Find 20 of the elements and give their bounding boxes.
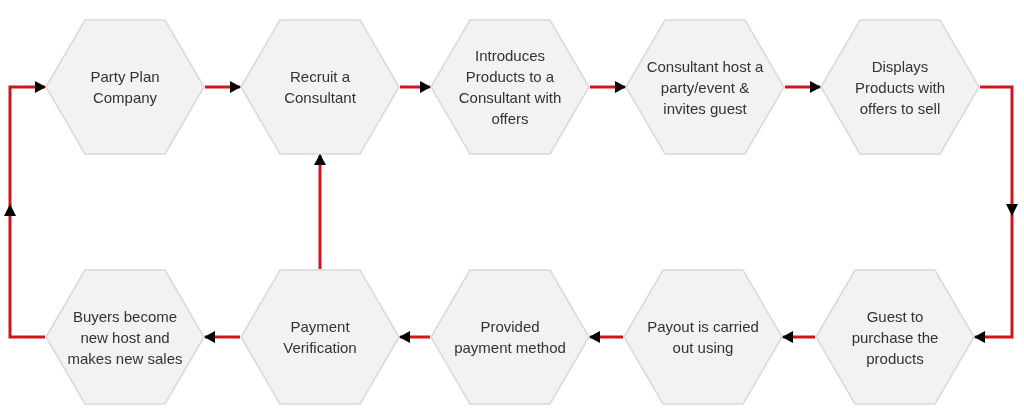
hexagon-step [430, 19, 590, 155]
step-text: Recruit a Consultant [283, 67, 357, 108]
step-text: Payout is carried out using [646, 317, 760, 358]
step-text: Displays Products with offers to sell [853, 56, 946, 119]
hexagon-step [45, 19, 205, 155]
hexagon-step [820, 19, 980, 155]
hexagon-step [815, 269, 975, 405]
hexagon-step [240, 19, 400, 155]
step-text: Introduces Products to a Consultant with offers [457, 46, 563, 129]
hexagon-step [240, 269, 400, 405]
step-text: Guest to purchase the products [850, 306, 940, 369]
step-text: Buyers become new host and makes new sales [66, 306, 184, 369]
hexagon-step [45, 269, 205, 405]
step-text: Party Plan Company [89, 67, 161, 108]
hexagon-step [623, 269, 783, 405]
step-text: Payment Verification [282, 317, 358, 358]
hexagon-step [430, 269, 590, 405]
step-text: Consultant host a party/event & invites guest [646, 56, 764, 119]
hexagon-step [625, 19, 785, 155]
step-text: Provided payment method [453, 317, 567, 358]
